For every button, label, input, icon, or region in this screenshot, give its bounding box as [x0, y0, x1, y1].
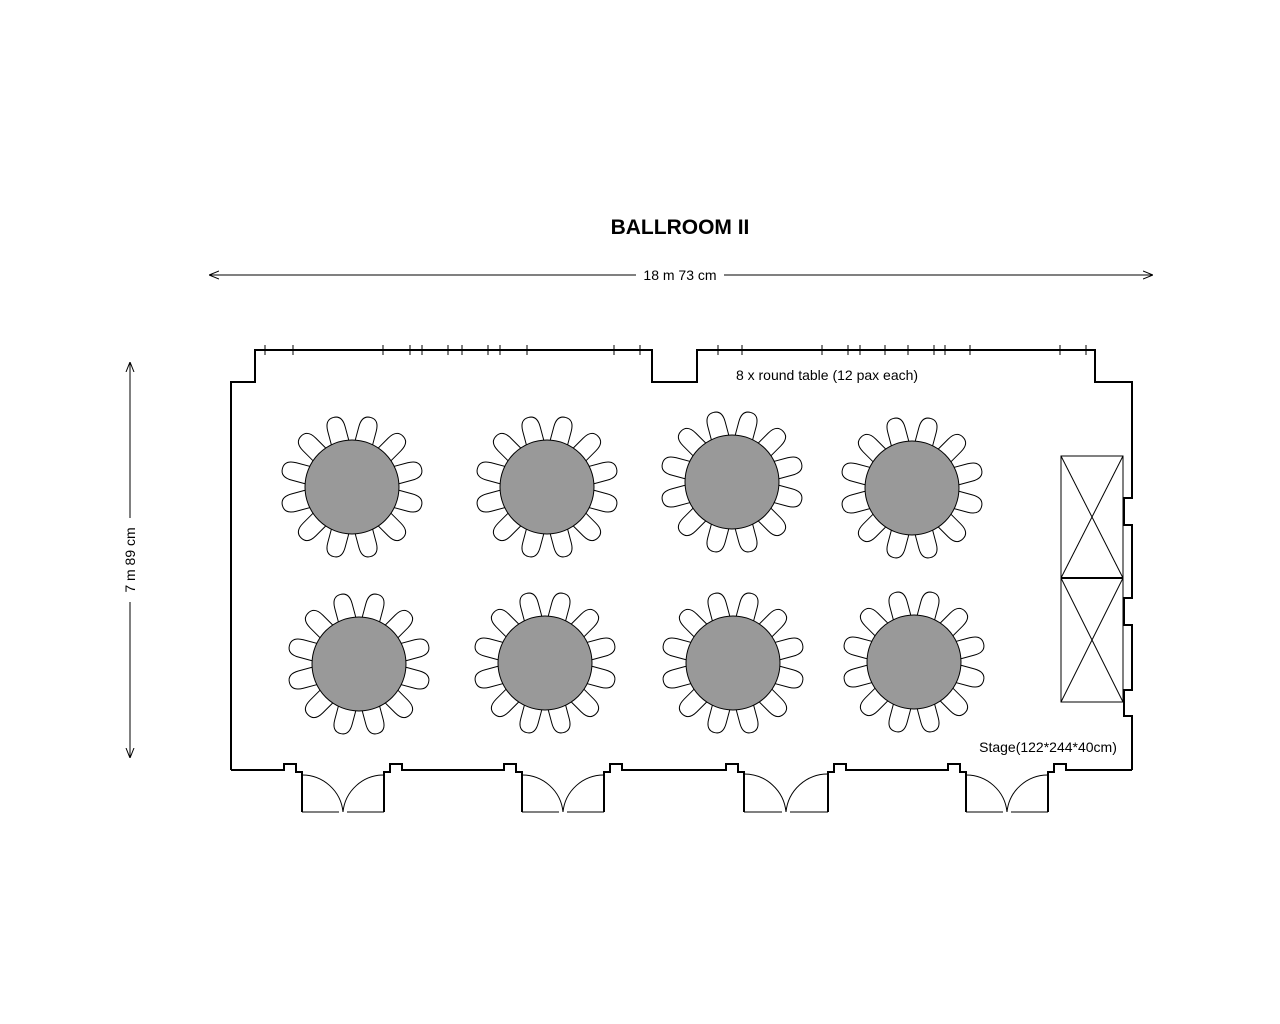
door-swing: [1006, 774, 1049, 813]
table-top: [304, 439, 400, 535]
table-top: [864, 440, 960, 536]
round-table-8: [843, 591, 985, 733]
table-top: [499, 439, 595, 535]
window-marks: [264, 345, 1087, 355]
stage-section: [1060, 577, 1124, 703]
room-title: BALLROOM II: [611, 216, 750, 239]
bottom-wall-with-doors: [231, 763, 1132, 813]
door-swing: [342, 774, 385, 813]
table-top: [685, 615, 781, 711]
stage: [1060, 455, 1124, 703]
width-dimension-label: 18 m 73 cm: [643, 267, 716, 283]
room-outline: [230, 349, 1133, 770]
tables-label: 8 x round table (12 pax each): [736, 367, 918, 383]
stage-section: [1060, 455, 1124, 579]
door-swing: [743, 773, 787, 813]
door-swing: [785, 773, 829, 813]
table-top: [684, 434, 780, 530]
door-swing: [301, 774, 344, 813]
door-swing: [562, 774, 605, 813]
double-door: [743, 773, 829, 813]
round-table-5: [288, 593, 430, 735]
door-swing: [965, 774, 1008, 813]
round-table-2: [476, 416, 618, 558]
round-table-7: [662, 592, 804, 734]
round-tables: [281, 411, 985, 735]
double-door: [521, 774, 605, 813]
door-swing: [521, 774, 564, 813]
round-table-3: [661, 411, 803, 553]
table-top: [311, 616, 407, 712]
double-door: [965, 774, 1049, 813]
double-door: [301, 774, 385, 813]
stage-label: Stage(122*244*40cm): [979, 739, 1117, 755]
table-top: [866, 614, 962, 710]
round-table-1: [281, 416, 423, 558]
length-dimension-label: 7 m 89 cm: [122, 527, 138, 592]
round-table-4: [841, 417, 983, 559]
width-dimension: 18 m 73 cm: [209, 267, 1153, 283]
length-dimension: 7 m 89 cm: [122, 362, 138, 758]
table-top: [497, 615, 593, 711]
round-table-6: [474, 592, 616, 734]
